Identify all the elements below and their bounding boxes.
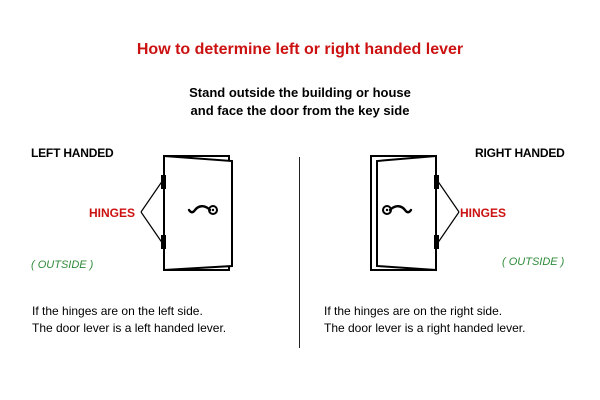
right-hinge-callout-bottom [436, 211, 460, 245]
left-door-panel [163, 154, 233, 272]
right-hinge-callout-top [436, 179, 460, 213]
right-description-line-1: If the hinges are on the right side. [324, 304, 503, 318]
right-hinge-top [434, 175, 439, 189]
left-door-diagram [140, 154, 233, 272]
page-title: How to determine left or right handed le… [136, 41, 464, 58]
left-hinges-label: HINGES [89, 206, 136, 220]
right-description-line-2: The door lever is a right handed lever. [324, 321, 526, 335]
right-door-diagram [370, 154, 460, 272]
left-hinge-top [161, 175, 166, 189]
left-handed-heading: LEFT HANDED [31, 146, 114, 160]
subtitle-line-2: and face the door from the key side [190, 103, 410, 118]
left-description-line-1: If the hinges are on the left side. [32, 304, 203, 318]
left-outside-label: ( OUTSIDE ) [31, 259, 94, 271]
subtitle-line-1: Stand outside the building or house [189, 85, 411, 100]
right-handed-heading: RIGHT HANDED [475, 146, 565, 160]
left-hinge-bottom [161, 235, 166, 249]
left-hinge-callout-bottom [140, 211, 164, 245]
left-hinge-callout-top [140, 179, 164, 213]
right-hinges-label: HINGES [460, 206, 507, 220]
left-description-line-2: The door lever is a left handed lever. [32, 321, 227, 335]
left-lever-icon [187, 205, 218, 215]
right-hinge-bottom [434, 235, 439, 249]
right-outside-label: ( OUTSIDE ) [502, 256, 565, 268]
right-lever-icon [382, 205, 413, 215]
center-divider [299, 157, 300, 348]
